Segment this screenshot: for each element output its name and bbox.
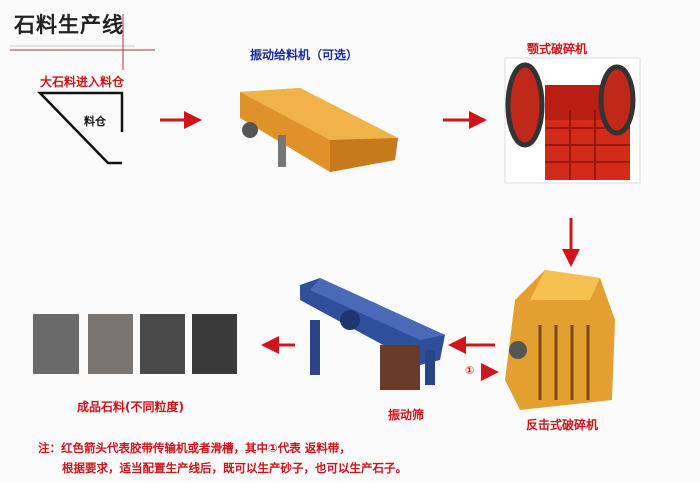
note-line-2: 根据要求，适当配置生产线后，既可以生产砂子，也可以生产石子。 [62, 461, 407, 475]
impact-crusher-image [505, 270, 615, 410]
screen-label: 振动筛 [388, 408, 425, 422]
hopper-label: 料仓 [84, 115, 106, 128]
hopper-outline [37, 91, 124, 165]
note-line-1: 注：红色箭头代表胶带传输机或者滑槽，其中①代表 返料带， [38, 441, 351, 455]
return-belt-marker: ① [465, 364, 475, 377]
jaw-crusher-image [504, 57, 641, 184]
feeder-label: 振动给料机（可选） [250, 48, 359, 62]
vibrating-feeder-image [240, 88, 398, 172]
vibrating-screen-image [300, 278, 445, 390]
hopper-caption: 大石料进入料仓 [40, 75, 125, 89]
products-label: 成品石料(不同粒度) [77, 400, 184, 414]
impact-crusher-label: 反击式破碎机 [526, 418, 599, 432]
page-title: 石料生产线 [14, 13, 124, 37]
title-rule [10, 14, 155, 70]
jaw-crusher-label: 颚式破碎机 [527, 42, 588, 56]
product-stones [33, 314, 237, 374]
